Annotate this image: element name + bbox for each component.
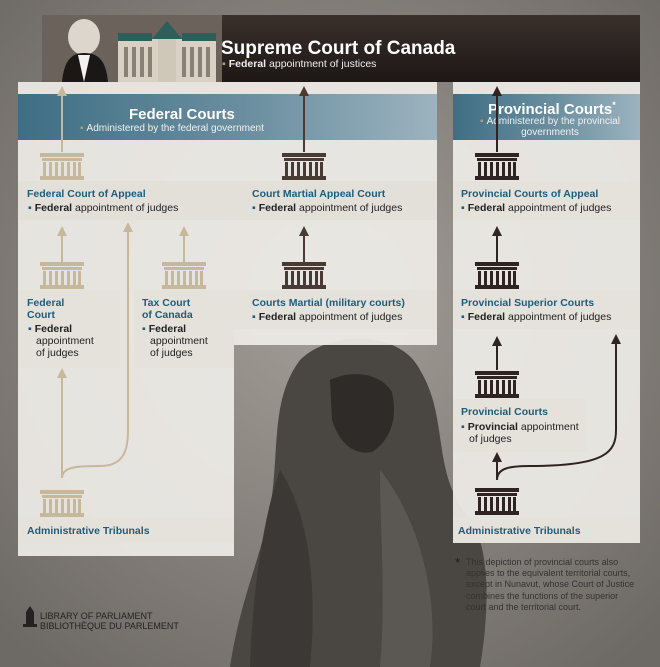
provincial-appeal-card xyxy=(453,181,640,220)
footnote-text: This depiction of provincial courts also… xyxy=(466,557,635,612)
federal-arrows xyxy=(61,92,185,479)
federal-court-of-appeal-building-icon xyxy=(40,153,84,180)
arrow-head-icon xyxy=(492,226,502,236)
provincial-appeal-appointment: ▪Federal appointment of judges xyxy=(461,202,612,214)
arrow-head-icon xyxy=(611,334,621,344)
courts-martial-building-icon xyxy=(282,262,326,289)
provincial-appeal-name: Provincial Courts of Appeal xyxy=(461,188,599,200)
arrow-head-icon xyxy=(123,222,133,232)
provincial-admin-tribunals-name: Administrative Tribunals xyxy=(458,525,581,537)
court-martial-appeal-building-icon xyxy=(282,153,326,180)
library-of-parliament: LIBRARY OF PARLIAMENT BIBLIOTHÈQUE DU PA… xyxy=(40,611,179,631)
provincial-superior-name: Provincial Superior Courts xyxy=(461,297,595,309)
federal-admin-tribunals-building-icon xyxy=(40,490,84,517)
supreme-court-title: Supreme Court of Canada xyxy=(221,38,456,59)
courts-martial-card xyxy=(234,290,437,329)
provincial-courts-band: Provincial Courts* ▪Administered by the … xyxy=(453,94,640,140)
provincial-courts-card xyxy=(453,399,587,452)
federal-court-card xyxy=(18,290,120,368)
arrow-head-icon xyxy=(492,86,502,96)
arrow-head-icon xyxy=(299,86,309,96)
provincial-superior-building-icon xyxy=(475,262,519,289)
arrow-head-icon xyxy=(179,226,189,236)
provincial-admin-tribunals-card xyxy=(453,517,640,543)
arrow-head-icon xyxy=(57,86,67,96)
federal-courts-title: Federal Courts xyxy=(129,106,235,123)
courts-martial-appointment: ▪Federal appointment of judges xyxy=(252,311,403,323)
federal-admin-tribunals-name: Administrative Tribunals xyxy=(27,525,150,537)
provincial-courts-name: Provincial Courts xyxy=(461,406,548,418)
court-martial-appeal-appointment: ▪Federal appointment of judges xyxy=(252,202,403,214)
federal-admin-tribunals-card xyxy=(18,517,234,543)
arrow-head-icon xyxy=(492,336,502,346)
provincial-superior-card xyxy=(453,290,640,329)
provincial-courts-title: Provincial Courts* xyxy=(488,100,616,118)
tax-court-building-icon xyxy=(162,262,206,289)
federal-court-of-appeal-appointment: ▪Federal appointment of judges xyxy=(28,202,179,214)
footnote-star: * xyxy=(455,555,461,570)
bullet-icon: ▪ xyxy=(222,58,226,70)
arrow-head-icon xyxy=(57,368,67,378)
court-martial-appeal-name: Court Martial Appeal Court xyxy=(252,188,386,200)
courts-martial-name: Courts Martial (military courts) xyxy=(252,297,405,309)
arrow-head-icon xyxy=(299,226,309,236)
supreme-court-subtitle: ▪Federal appointment of justices xyxy=(222,58,377,70)
federal-court-of-appeal-name: Federal Court of Appeal xyxy=(27,188,146,200)
library-of-parliament-logo-icon xyxy=(23,606,37,627)
arrow-head-icon xyxy=(57,226,67,236)
tax-court-card xyxy=(134,290,234,368)
provincial-appeal-building-icon xyxy=(475,153,519,180)
federal-courts-subtitle: ▪Administered by the federal government xyxy=(80,123,264,134)
provincial-courts-building-icon xyxy=(475,371,519,398)
provincial-superior-appointment: ▪Federal appointment of judges xyxy=(461,311,612,323)
provincial-admin-tribunals-building-icon xyxy=(475,488,519,515)
federal-court-of-appeal-card xyxy=(18,181,437,220)
arrow-head-icon xyxy=(492,452,502,462)
supreme-court-illustration xyxy=(42,15,222,82)
federal-court-building-icon xyxy=(40,262,84,289)
federal-courts-band: Federal Courts ▪Administered by the fede… xyxy=(18,94,437,140)
